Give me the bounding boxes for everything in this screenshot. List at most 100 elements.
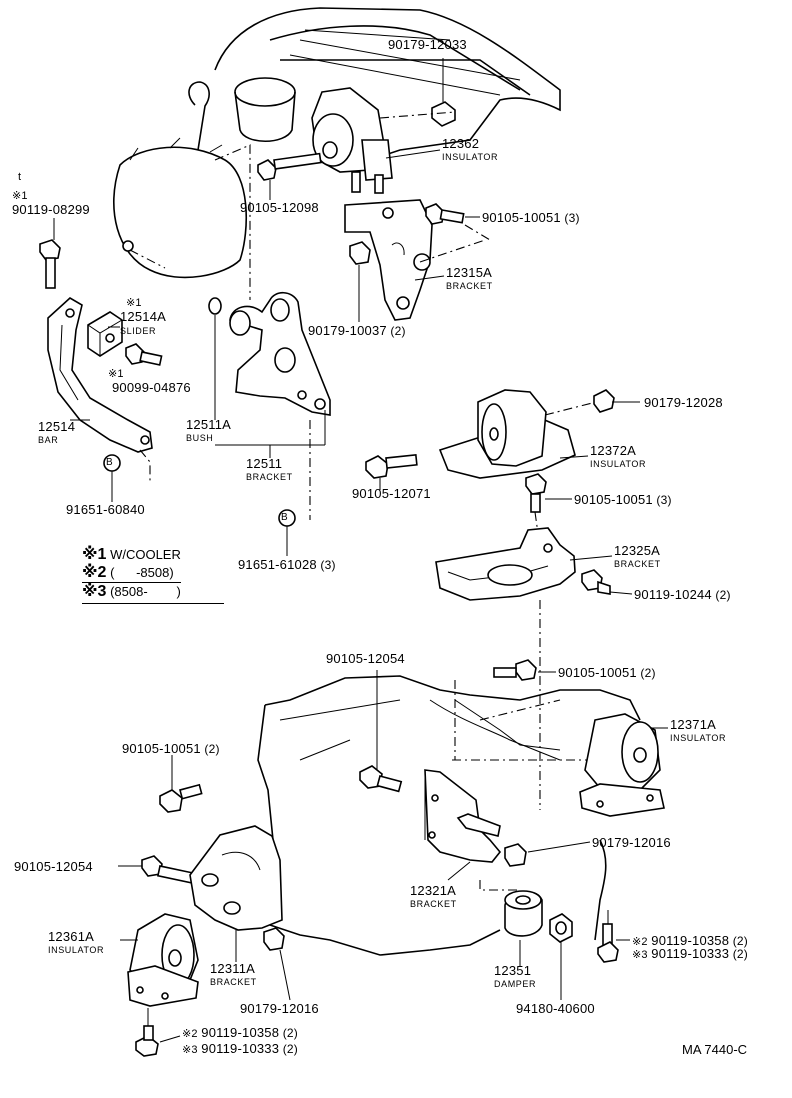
part-number: 90105-10051 <box>482 210 561 225</box>
label-12361A: 12361A INSULATOR <box>48 930 104 957</box>
legend-mark: ※3 <box>82 583 107 600</box>
legend-text: ( -8508) <box>110 565 174 580</box>
label-12514A: ※1 12514A SLIDER <box>120 296 166 338</box>
legend-underline <box>82 603 224 604</box>
label-90119-08299: ※1 90119-08299 <box>12 189 90 217</box>
legend: ※1 W/COOLER ※2 ( -8508) ※3 (8508- ) <box>82 546 224 604</box>
part-number: 12321A <box>410 883 457 898</box>
legend-item-3: ※3 (8508- ) <box>82 582 181 601</box>
legend-item-2: ※2 ( -8508) <box>82 564 224 582</box>
note-mark: ※1 <box>108 368 124 380</box>
insulator-12371A <box>579 713 665 817</box>
bolt-90105-12054-left <box>118 855 195 884</box>
bracket-12325A <box>435 527 576 601</box>
bolt-90119-08299 <box>39 218 61 289</box>
part-name: DAMPER <box>494 979 537 989</box>
label-90179-12016-right: 90179-12016 <box>592 836 671 850</box>
legend-text: W/COOLER <box>110 547 181 562</box>
label-90105-12054-top: 90105-12054 <box>326 652 405 666</box>
part-number: 12361A <box>48 929 95 944</box>
label-90179-10037: 90179-10037 (2) <box>308 324 406 338</box>
label-91651-61028: 91651-61028 (3) <box>238 558 336 572</box>
leader-lines <box>70 149 668 1043</box>
quantity: (2) <box>732 934 748 948</box>
insulator-12361A <box>127 913 199 1007</box>
note-mark: ※2 <box>182 1028 198 1040</box>
label-12351: 12351 DAMPER <box>494 964 536 991</box>
slider-12514A <box>87 311 123 357</box>
part-number: 90119-10244 <box>634 587 712 602</box>
part-number: 90119-10333 <box>201 1041 280 1056</box>
insulator-12372A <box>438 389 601 479</box>
label-90179-12028: 90179-12028 <box>644 396 723 410</box>
bolt-90119-10358-right <box>597 910 619 963</box>
bolt-90105-10051-low <box>493 659 537 681</box>
label-12511A: 12511A BUSH <box>186 418 231 445</box>
part-name: INSULATOR <box>590 459 647 469</box>
label-12321A: 12321A BRACKET <box>410 884 457 911</box>
nut-94180-40600 <box>549 913 573 1000</box>
label-91651-60840: 91651-60840 <box>66 503 145 517</box>
quantity: (2) <box>390 324 406 338</box>
part-number: 90105-12054 <box>14 859 93 874</box>
part-number: 12511 <box>246 456 283 471</box>
quantity: (2) <box>715 588 731 602</box>
part-number: 12514 <box>38 419 76 434</box>
bracket-12511 <box>215 291 331 520</box>
nut-90179-10037 <box>349 241 371 322</box>
legend-item-1: ※1 W/COOLER <box>82 546 224 564</box>
transmission-body <box>257 675 641 956</box>
quantity: (2) <box>282 1026 298 1040</box>
part-number: 91651-61028 <box>238 557 317 572</box>
part-number: 90119-10358 <box>651 933 730 948</box>
legend-mark: ※1 <box>82 546 107 563</box>
part-name: BRACKET <box>446 281 493 291</box>
quantity: (3) <box>656 493 672 507</box>
bolt-90105-12071 <box>365 453 418 490</box>
legend-text: (8508- ) <box>110 584 181 599</box>
quantity: (2) <box>732 947 748 961</box>
bolt-90119-10358-left <box>135 1008 159 1057</box>
part-number: 12325A <box>614 543 661 558</box>
note-mark: ※1 <box>126 297 142 309</box>
part-number: 90179-12033 <box>388 37 467 52</box>
part-number: 90119-08299 <box>12 202 90 217</box>
callout-b-2-letter: B <box>281 512 288 523</box>
engine-block-top <box>113 7 561 279</box>
note-mark: ※3 <box>182 1044 198 1056</box>
note-mark: ※3 <box>632 949 648 961</box>
label-90119-10358-left: ※2 90119-10358 (2) <box>182 1026 298 1041</box>
part-number: 90179-12028 <box>644 395 723 410</box>
part-number: 12371A <box>670 717 717 732</box>
nut-90179-12016-low <box>263 927 291 1001</box>
label-12371A: 12371A INSULATOR <box>670 718 726 745</box>
part-number: 12514A <box>120 309 167 324</box>
label-90105-12071: 90105-12071 <box>352 487 431 501</box>
quantity: (3) <box>320 558 336 572</box>
part-number: 90105-12054 <box>326 651 405 666</box>
part-name: INSULATOR <box>48 945 105 955</box>
label-90105-12098: 90105-12098 <box>240 201 319 215</box>
label-12372A: 12372A INSULATOR <box>590 444 646 471</box>
part-number: 90105-12071 <box>352 486 431 501</box>
part-number: 90105-10051 <box>574 492 653 507</box>
part-number: 90119-10333 <box>651 946 730 961</box>
part-number: 12351 <box>494 963 532 978</box>
label-90099-04876: ※1 90099-04876 <box>108 367 191 395</box>
label-90119-10244: 90119-10244 (2) <box>634 588 731 602</box>
part-number: 12372A <box>590 443 637 458</box>
label-12362: 12362 INSULATOR <box>442 137 498 164</box>
label-90179-12033: 90179-12033 <box>388 38 467 52</box>
bolt-90105-10051-left <box>159 755 203 813</box>
part-number: 90105-10051 <box>558 665 637 680</box>
part-name: INSULATOR <box>442 152 499 162</box>
part-name: BRACKET <box>246 472 293 482</box>
bar-12514 <box>47 297 153 484</box>
part-number: 90179-10037 <box>308 323 387 338</box>
nut-90179-12028 <box>593 389 615 413</box>
part-number: 12311A <box>210 961 256 976</box>
insulator-12362 <box>311 87 456 194</box>
label-12511: 12511 BRACKET <box>246 457 293 484</box>
part-number: 12362 <box>442 136 480 151</box>
bracket-12311A <box>189 825 283 962</box>
